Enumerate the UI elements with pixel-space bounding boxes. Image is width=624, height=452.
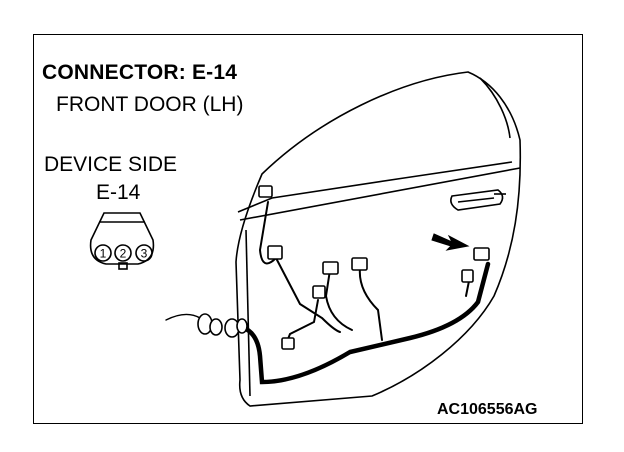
pin-label-1: 1 bbox=[100, 247, 107, 261]
pin-label-2: 2 bbox=[120, 247, 127, 261]
harness-connectors bbox=[258, 185, 490, 350]
connector-location: FRONT DOOR (LH) bbox=[56, 93, 244, 116]
connector-e bbox=[281, 337, 295, 350]
connector-b bbox=[322, 261, 339, 275]
connector-title: CONNECTOR: E-14 bbox=[42, 61, 238, 84]
device-side-label: DEVICE SIDE bbox=[44, 153, 178, 176]
grommets bbox=[197, 313, 248, 338]
pin-3-circle bbox=[135, 244, 153, 262]
connector-face-icon bbox=[89, 212, 155, 270]
connector-d bbox=[312, 285, 326, 299]
pin-label-3: 3 bbox=[141, 247, 148, 261]
pin-2-circle bbox=[114, 244, 132, 262]
connector-a bbox=[267, 245, 283, 260]
device-code: E-14 bbox=[96, 181, 141, 204]
door-outline bbox=[235, 71, 522, 407]
pin-1-circle bbox=[94, 244, 112, 262]
wire-harness bbox=[165, 201, 491, 385]
connector-c bbox=[351, 257, 368, 271]
figure-code: AC106556AG bbox=[437, 401, 538, 418]
connector-e14 bbox=[473, 247, 490, 261]
arrow-icon bbox=[431, 233, 470, 251]
connector-f bbox=[461, 269, 474, 283]
diagram-frame bbox=[33, 34, 583, 424]
connector-top bbox=[258, 185, 273, 198]
